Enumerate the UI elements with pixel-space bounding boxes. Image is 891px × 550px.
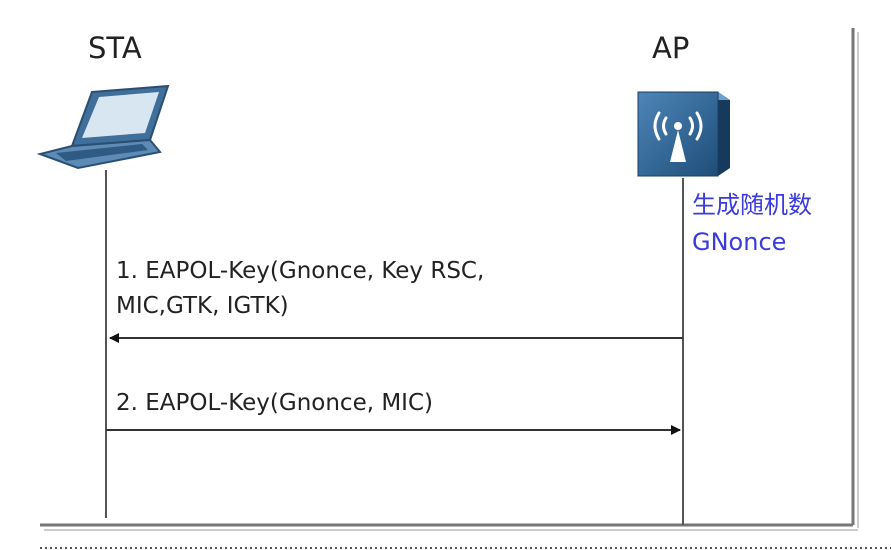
ap-note-line2: GNonce xyxy=(692,228,786,256)
laptop-icon xyxy=(36,84,170,170)
sta-label: STA xyxy=(88,31,142,65)
message-1-label-line2: MIC,GTK, IGTK) xyxy=(116,293,289,319)
wireless-access-point-icon xyxy=(637,91,730,177)
ap-label: AP xyxy=(652,31,689,65)
diagram-frame xyxy=(40,28,859,531)
ap-note-line1: 生成随机数 xyxy=(692,191,812,219)
message-2-label: 2. EAPOL-Key(Gnonce, MIC) xyxy=(116,390,433,416)
message-1-label-line1: 1. EAPOL-Key(Gnonce, Key RSC, xyxy=(116,258,484,284)
